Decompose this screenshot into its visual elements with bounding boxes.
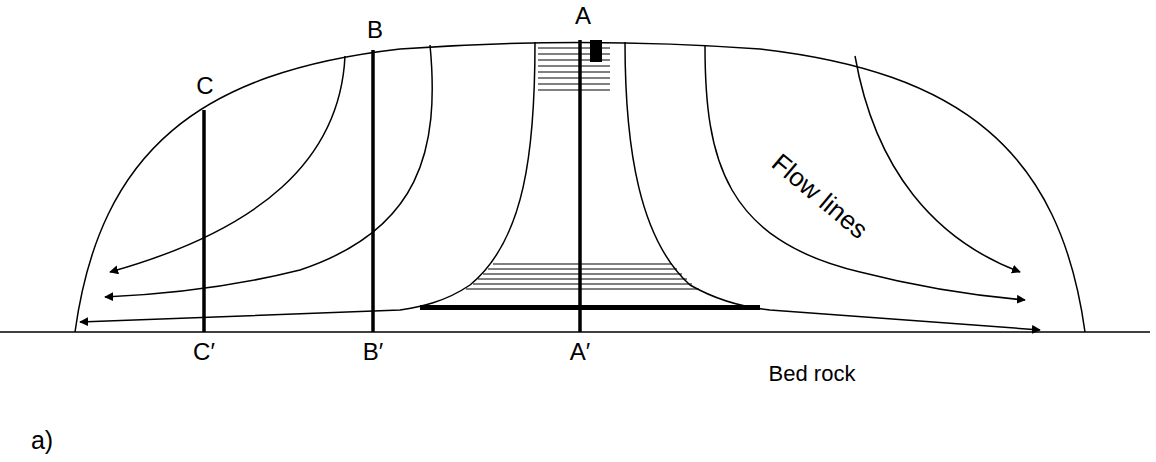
flow-line — [705, 46, 1025, 300]
flow-line — [110, 56, 345, 272]
deep-layer-lines — [466, 264, 699, 289]
bed-rock-line — [0, 331, 1150, 333]
profile-line — [371, 50, 375, 332]
flow-line — [855, 56, 1020, 272]
thin-basal-layer — [420, 305, 760, 310]
flow-line — [625, 42, 1040, 330]
flow-lines-label: Flow lines — [764, 146, 875, 246]
flow-line — [105, 45, 432, 297]
profile-line — [202, 110, 206, 332]
profile-end-label: B′ — [360, 339, 387, 365]
profile-end-label: A′ — [567, 339, 594, 365]
profile-line — [578, 40, 582, 332]
profile-label: C — [193, 73, 216, 99]
profile-end-label: C′ — [190, 339, 218, 365]
drill-marker — [590, 40, 602, 62]
panel-label: a) — [28, 427, 56, 454]
profile-lines — [204, 40, 580, 332]
flow-lines — [80, 42, 1040, 330]
bed-rock-label: Bed rock — [766, 362, 859, 386]
flow-line — [80, 42, 535, 322]
profile-label: A — [572, 3, 594, 29]
profile-label: B — [364, 17, 386, 43]
